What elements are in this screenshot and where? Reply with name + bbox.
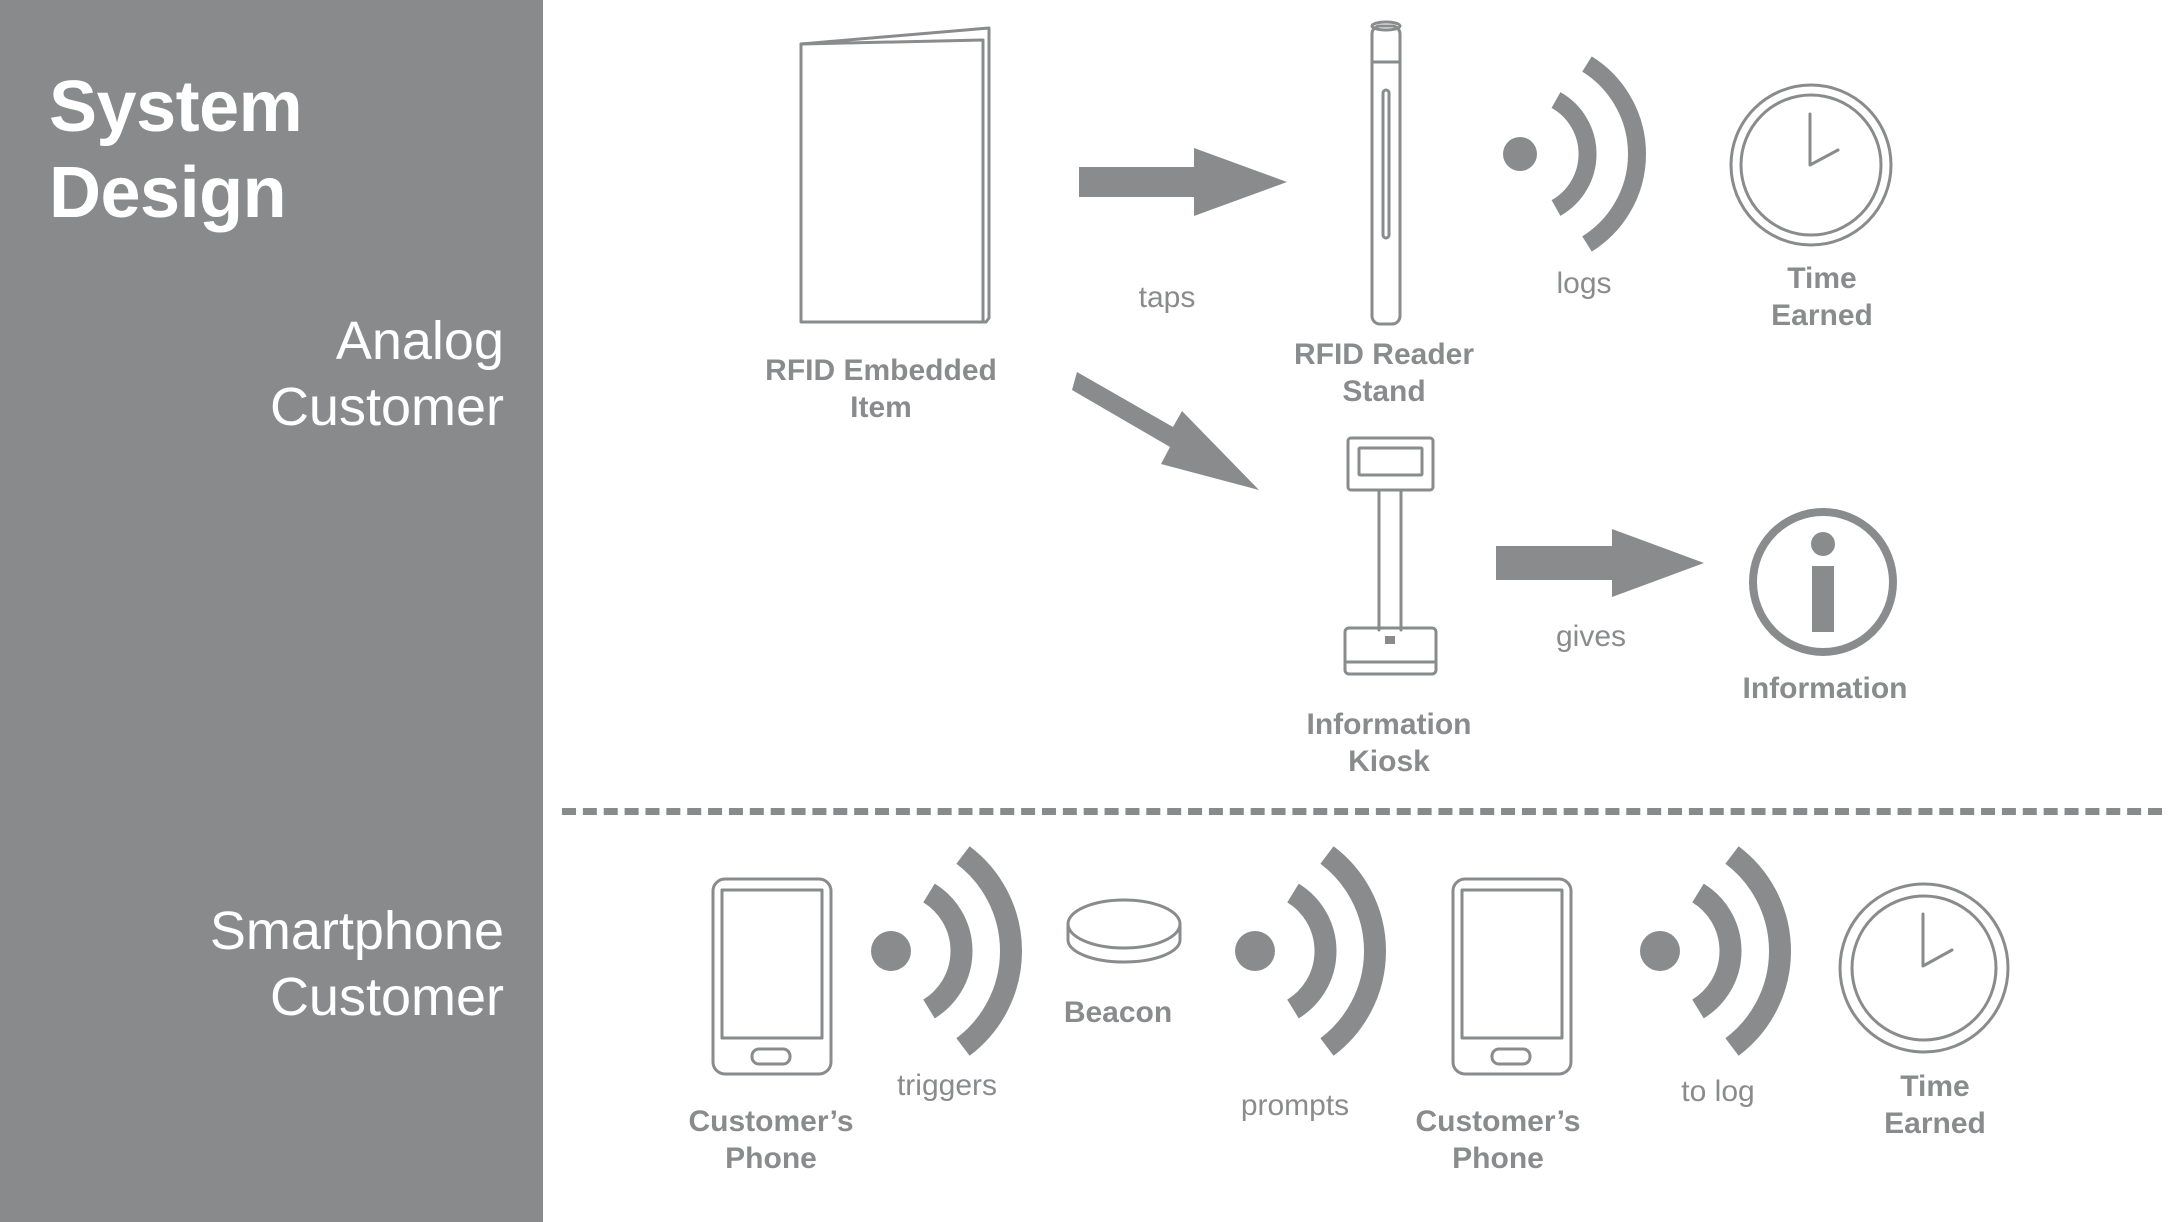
signal-waves-icon-prompts	[1235, 846, 1386, 1056]
information-icon	[1749, 508, 1897, 656]
row-label-smartphone-customer: Smartphone Customer	[209, 901, 504, 1027]
label-gives: gives	[1555, 620, 1627, 653]
label-rfid-reader-stand: RFID Reader Stand	[1293, 338, 1475, 408]
label-prompts: prompts	[1240, 1089, 1350, 1122]
label-logs: logs	[1556, 267, 1612, 300]
label-time-earned: Time Earned	[1771, 262, 1873, 332]
rfid-item-icon	[799, 26, 991, 324]
clock-icon-time-earned	[1729, 83, 1893, 247]
smartphone-icon-1	[711, 877, 833, 1076]
sidebar-panel: System Design Analog Customer Smartphone…	[0, 0, 543, 1222]
label-customers-phone-1: Customer’s Phone	[688, 1105, 854, 1175]
label-to-log: to log	[1681, 1075, 1755, 1108]
label-information: Information	[1742, 672, 1908, 705]
label-beacon: Beacon	[1063, 996, 1173, 1029]
arrow-to-kiosk-icon	[1072, 372, 1259, 490]
section-divider	[562, 808, 2162, 815]
label-time-earned-2: Time Earned	[1884, 1070, 1986, 1140]
smartphone-icon-2	[1451, 877, 1573, 1076]
signal-waves-icon-logs	[1503, 56, 1646, 252]
information-kiosk-icon	[1343, 436, 1438, 676]
arrow-taps-icon	[1079, 148, 1287, 216]
page-title: System Design	[49, 67, 303, 233]
arrow-gives-icon	[1496, 529, 1704, 597]
signal-waves-icon-triggers	[871, 846, 1022, 1056]
beacon-icon	[1066, 898, 1182, 964]
rfid-reader-stand-icon	[1370, 20, 1402, 326]
row-label-analog-customer: Analog Customer	[269, 311, 504, 437]
label-customers-phone-2: Customer’s Phone	[1415, 1105, 1581, 1175]
label-information-kiosk: Information Kiosk	[1306, 708, 1472, 778]
signal-waves-icon-to-log	[1640, 846, 1791, 1056]
label-triggers: triggers	[896, 1069, 998, 1102]
clock-icon-time-earned-2	[1838, 882, 2010, 1054]
label-taps: taps	[1138, 281, 1196, 314]
label-rfid-embedded-item: RFID Embedded Item	[765, 354, 997, 424]
